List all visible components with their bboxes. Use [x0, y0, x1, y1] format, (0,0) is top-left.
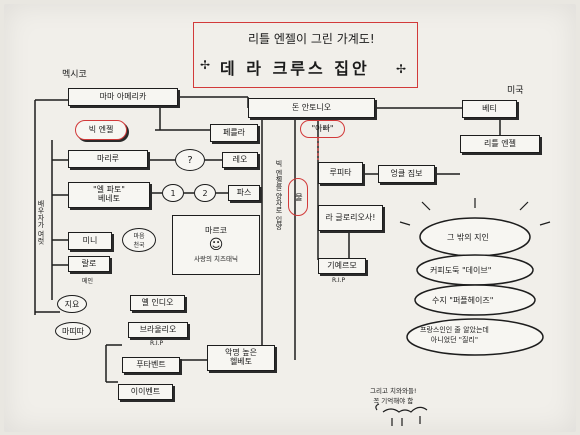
section-usa: 미국	[507, 86, 524, 96]
node-two: 2	[194, 184, 216, 202]
node-mini: 미니	[68, 232, 112, 250]
node-papa: "아빠"	[300, 120, 345, 138]
node-mario: 마리루	[68, 150, 148, 168]
node-lupe: 지요	[57, 295, 87, 313]
cloud-others: 그 밖의 지인	[447, 233, 489, 242]
braulio-sub: R.I.P	[150, 340, 164, 347]
node-braulio: 브라울리오	[128, 322, 188, 338]
marco-sub: 사랑의 치즈태닉	[194, 254, 238, 263]
mid-vertical-note: 빅 엔젤을 양자로 입양	[275, 160, 283, 230]
section-mexico: 멕시코	[62, 70, 87, 80]
node-mama-america: 마마 아메리카	[68, 88, 178, 106]
node-don-antonio: 돈 안토니오	[248, 98, 375, 118]
node-ojos-jimbo: 엉클 짐보	[378, 165, 435, 183]
title-frame	[193, 22, 418, 88]
node-question: ?	[175, 149, 205, 171]
lalo-sub: 메인	[82, 278, 94, 285]
node-mini-note: 마음 천국	[122, 228, 156, 252]
node-lalo: 랄로	[68, 256, 110, 272]
node-ma-tita: 마띠따	[55, 322, 91, 340]
node-gilberto: 기예르모	[318, 258, 366, 274]
cloud-frenchman: 프랑스인인 줄 알았는데 아니었던 "질리"	[420, 326, 489, 344]
bottom-note: 그리고 치와와들! 꼭 기억해야 함	[370, 387, 417, 405]
cloud-dave: 커피도둑 "데이브"	[430, 266, 492, 275]
node-yndio: 옐 인디오	[130, 295, 185, 311]
sparkle-icon: ✢	[396, 62, 407, 76]
gilberto-sub: R.I.P	[332, 277, 346, 284]
node-betty: 베티	[462, 100, 517, 118]
node-lupita: 루피타	[318, 162, 363, 184]
node-one: 1	[162, 184, 184, 202]
node-little-angel: 리틀 엔젤	[460, 135, 540, 153]
left-vertical-note: 배우자가 여럿	[37, 200, 45, 245]
title-line1: 리틀 엔젤이 그린 가계도!	[248, 32, 375, 46]
node-la-gloria: 라 글로리오사!	[318, 205, 383, 231]
node-el-pato: "엘 파토" 베네토	[68, 182, 150, 208]
face-icon: ☺	[208, 237, 224, 254]
marco-label: 마르코	[204, 226, 228, 236]
node-terry: 푸타벤트	[122, 357, 180, 373]
node-mid-red: 물	[288, 178, 308, 216]
node-leo: 레오	[222, 152, 258, 168]
node-big-angel: 빅 엔젤	[75, 120, 127, 140]
sparkle-icon: ✢	[200, 58, 211, 72]
cloud-purple-haze: 수지 "퍼플헤이즈"	[432, 296, 494, 305]
node-tobacco: 악명 높은 헬베토	[207, 345, 275, 371]
node-last: 이이벤트	[118, 384, 173, 400]
node-paz: 파스	[228, 185, 260, 201]
node-marco: 마르코 ☺ 사랑의 치즈태닉	[172, 215, 260, 275]
title-line2: 데 라 크루스 집안	[220, 59, 370, 78]
node-perla: 페를라	[210, 124, 258, 142]
